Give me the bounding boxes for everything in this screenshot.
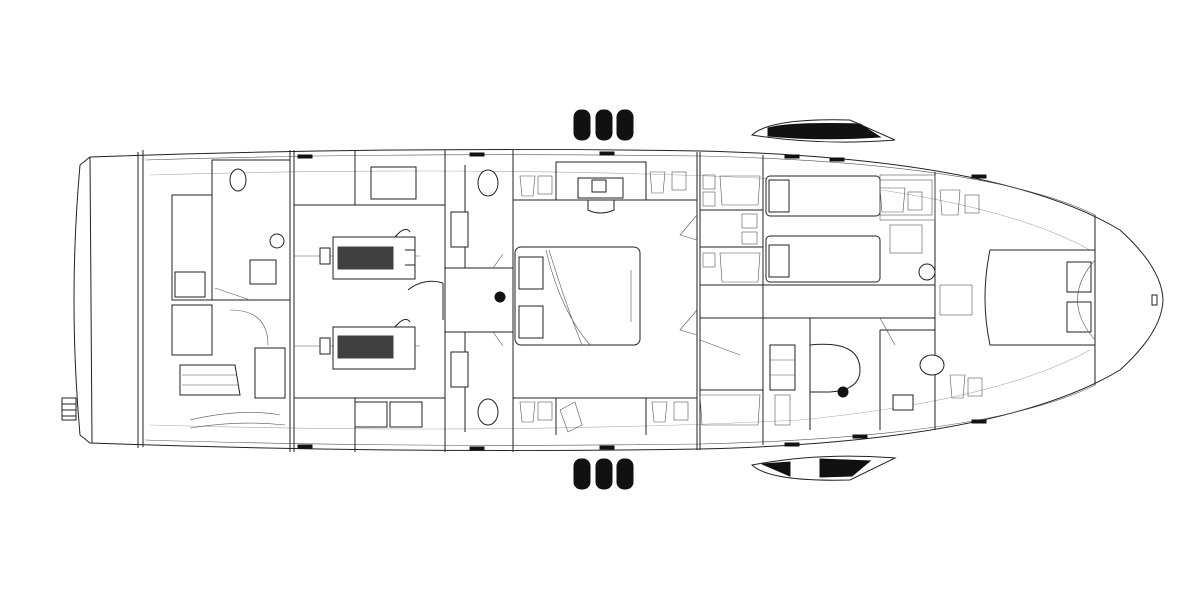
staircase — [769, 343, 861, 398]
hull-outline — [73, 148, 1164, 452]
engine-room — [294, 150, 445, 452]
hull-window-bottom — [750, 455, 897, 481]
fenders-top — [573, 109, 634, 141]
engine-starboard — [294, 228, 420, 280]
bulkheads — [142, 150, 1096, 452]
stern-platform — [89, 152, 139, 448]
bow-area — [879, 174, 1158, 430]
lazarette — [61, 159, 291, 429]
fenders-bottom — [573, 458, 634, 490]
sheer-guide-line — [149, 349, 1091, 430]
master-bed — [514, 246, 641, 346]
engine-room-door — [407, 280, 444, 320]
swim-ladder — [61, 397, 77, 421]
sheer-guide-line — [149, 170, 1091, 251]
mid-cabins — [699, 174, 936, 430]
portlights — [297, 151, 987, 451]
twin-bed-2 — [765, 235, 881, 283]
hull-window-top — [750, 119, 896, 143]
master-cabin — [513, 161, 698, 435]
hull-window-top-fill — [767, 123, 882, 140]
heads-aft — [445, 165, 513, 432]
ceiling-light — [494, 291, 506, 303]
engine-port — [294, 318, 420, 370]
hull-window-bottom-fill — [761, 458, 872, 478]
